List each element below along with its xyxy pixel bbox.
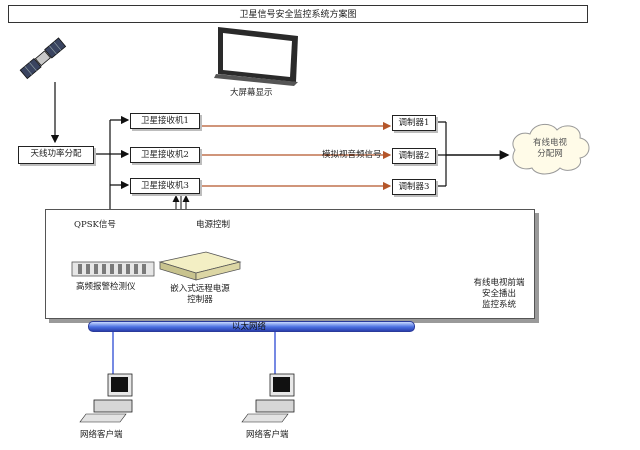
av-signal-label: 模拟视音频信号: [322, 150, 382, 160]
client-2-label: 网络客户端: [246, 430, 289, 440]
receiver-1-box: 卫星接收机1: [130, 113, 200, 129]
antenna-splitter-box: 天线功率分配: [18, 146, 94, 164]
splitter-to-receivers: [92, 120, 111, 185]
power-control-label: 电源控制: [196, 220, 231, 230]
modulator-2-box: 调制器2: [392, 148, 436, 164]
client-1-label: 网络客户端: [80, 430, 123, 440]
headend-label-line-1: 有线电视前端: [473, 278, 525, 288]
ethernet-label: 以太网络: [232, 322, 267, 332]
qpsk-label: QPSK信号: [74, 220, 116, 230]
modulator-2-label: 调制器2: [398, 151, 430, 161]
modulator-1-box: 调制器1: [392, 115, 436, 131]
antenna-splitter-label: 天线功率分配: [30, 149, 82, 159]
display-label: 大屏幕显示: [230, 88, 273, 98]
receiver-2-box: 卫星接收机2: [130, 147, 200, 163]
receiver-2-label: 卫星接收机2: [141, 150, 189, 160]
monitor-label: 高频报警检测仪: [76, 282, 136, 292]
modulator-1-label: 调制器1: [398, 118, 430, 128]
ethernet-bus: [88, 321, 415, 332]
headend-label-line-2: 安全播出: [481, 289, 516, 299]
headend-label: 有线电视前端 安全播出 监控系统: [468, 278, 530, 311]
title-frame: [8, 5, 588, 23]
modulator-3-label: 调制器3: [398, 182, 430, 192]
receiver-3-label: 卫星接收机3: [141, 181, 189, 191]
controller-label: 嵌入式远程电源 控制器: [160, 284, 240, 306]
cable-network-label-line-1: 有线电视: [532, 138, 567, 148]
cable-network-label-line-2: 分配网: [537, 149, 563, 159]
modulator-3-box: 调制器3: [392, 179, 436, 195]
receiver-1-label: 卫星接收机1: [141, 116, 189, 126]
page-title: 卫星信号安全监控系统方案图: [239, 10, 357, 20]
controller-label-line-2: 控制器: [187, 295, 213, 305]
cable-network-label: 有线电视 分配网: [524, 138, 576, 160]
modulator-combine: [436, 121, 447, 187]
headend-label-line-3: 监控系统: [481, 300, 516, 310]
receiver-3-box: 卫星接收机3: [130, 178, 200, 194]
controller-label-line-1: 嵌入式远程电源: [170, 284, 230, 294]
